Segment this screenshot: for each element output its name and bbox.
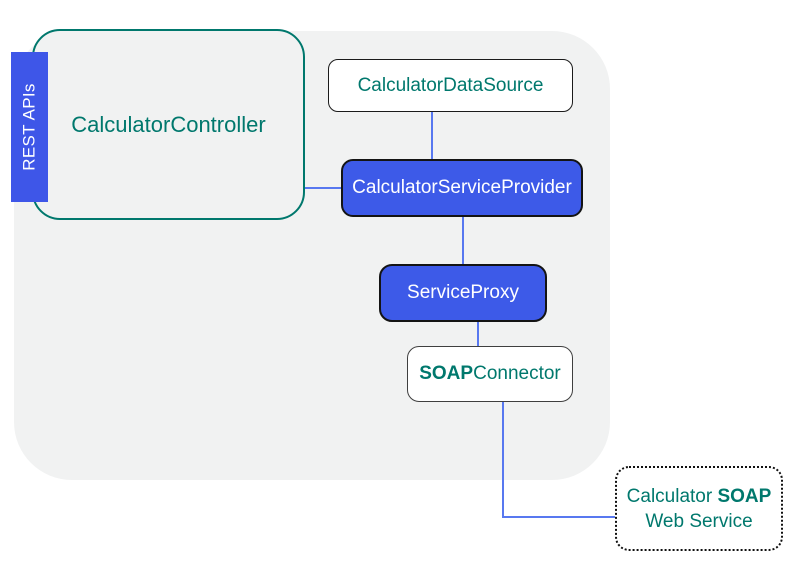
connector-provider-proxy [462, 217, 464, 265]
node-calculator-datasource-label: CalculatorDataSource [357, 74, 544, 96]
rest-apis-badge: REST APIs [11, 52, 48, 202]
rest-apis-badge-label: REST APIs [19, 83, 39, 171]
node-service-proxy: ServiceProxy [379, 264, 547, 322]
node-soap-connector: SOAPConnector [407, 346, 573, 402]
node-service-proxy-label: ServiceProxy [407, 282, 519, 303]
node-calculator-soap-web-service: Calculator SOAP Web Service [615, 466, 783, 551]
node-soap-connector-label: SOAPConnector [419, 363, 561, 384]
node-calculator-controller: CalculatorController [32, 29, 305, 220]
connector-datasource-provider [431, 112, 433, 160]
connector-proxy-soapconnector [477, 322, 479, 347]
node-calculator-soap-web-service-line1: Calculator SOAP [626, 485, 772, 507]
node-calculator-service-provider: CalculatorServiceProvider [341, 159, 583, 217]
connector-soapconnector-webservice [502, 402, 617, 518]
connector-controller-provider [305, 187, 341, 189]
node-calculator-datasource: CalculatorDataSource [328, 59, 573, 112]
node-calculator-soap-web-service-line2: Web Service [645, 510, 753, 532]
node-calculator-service-provider-label: CalculatorServiceProvider [352, 177, 572, 198]
node-calculator-controller-label: CalculatorController [71, 111, 266, 137]
